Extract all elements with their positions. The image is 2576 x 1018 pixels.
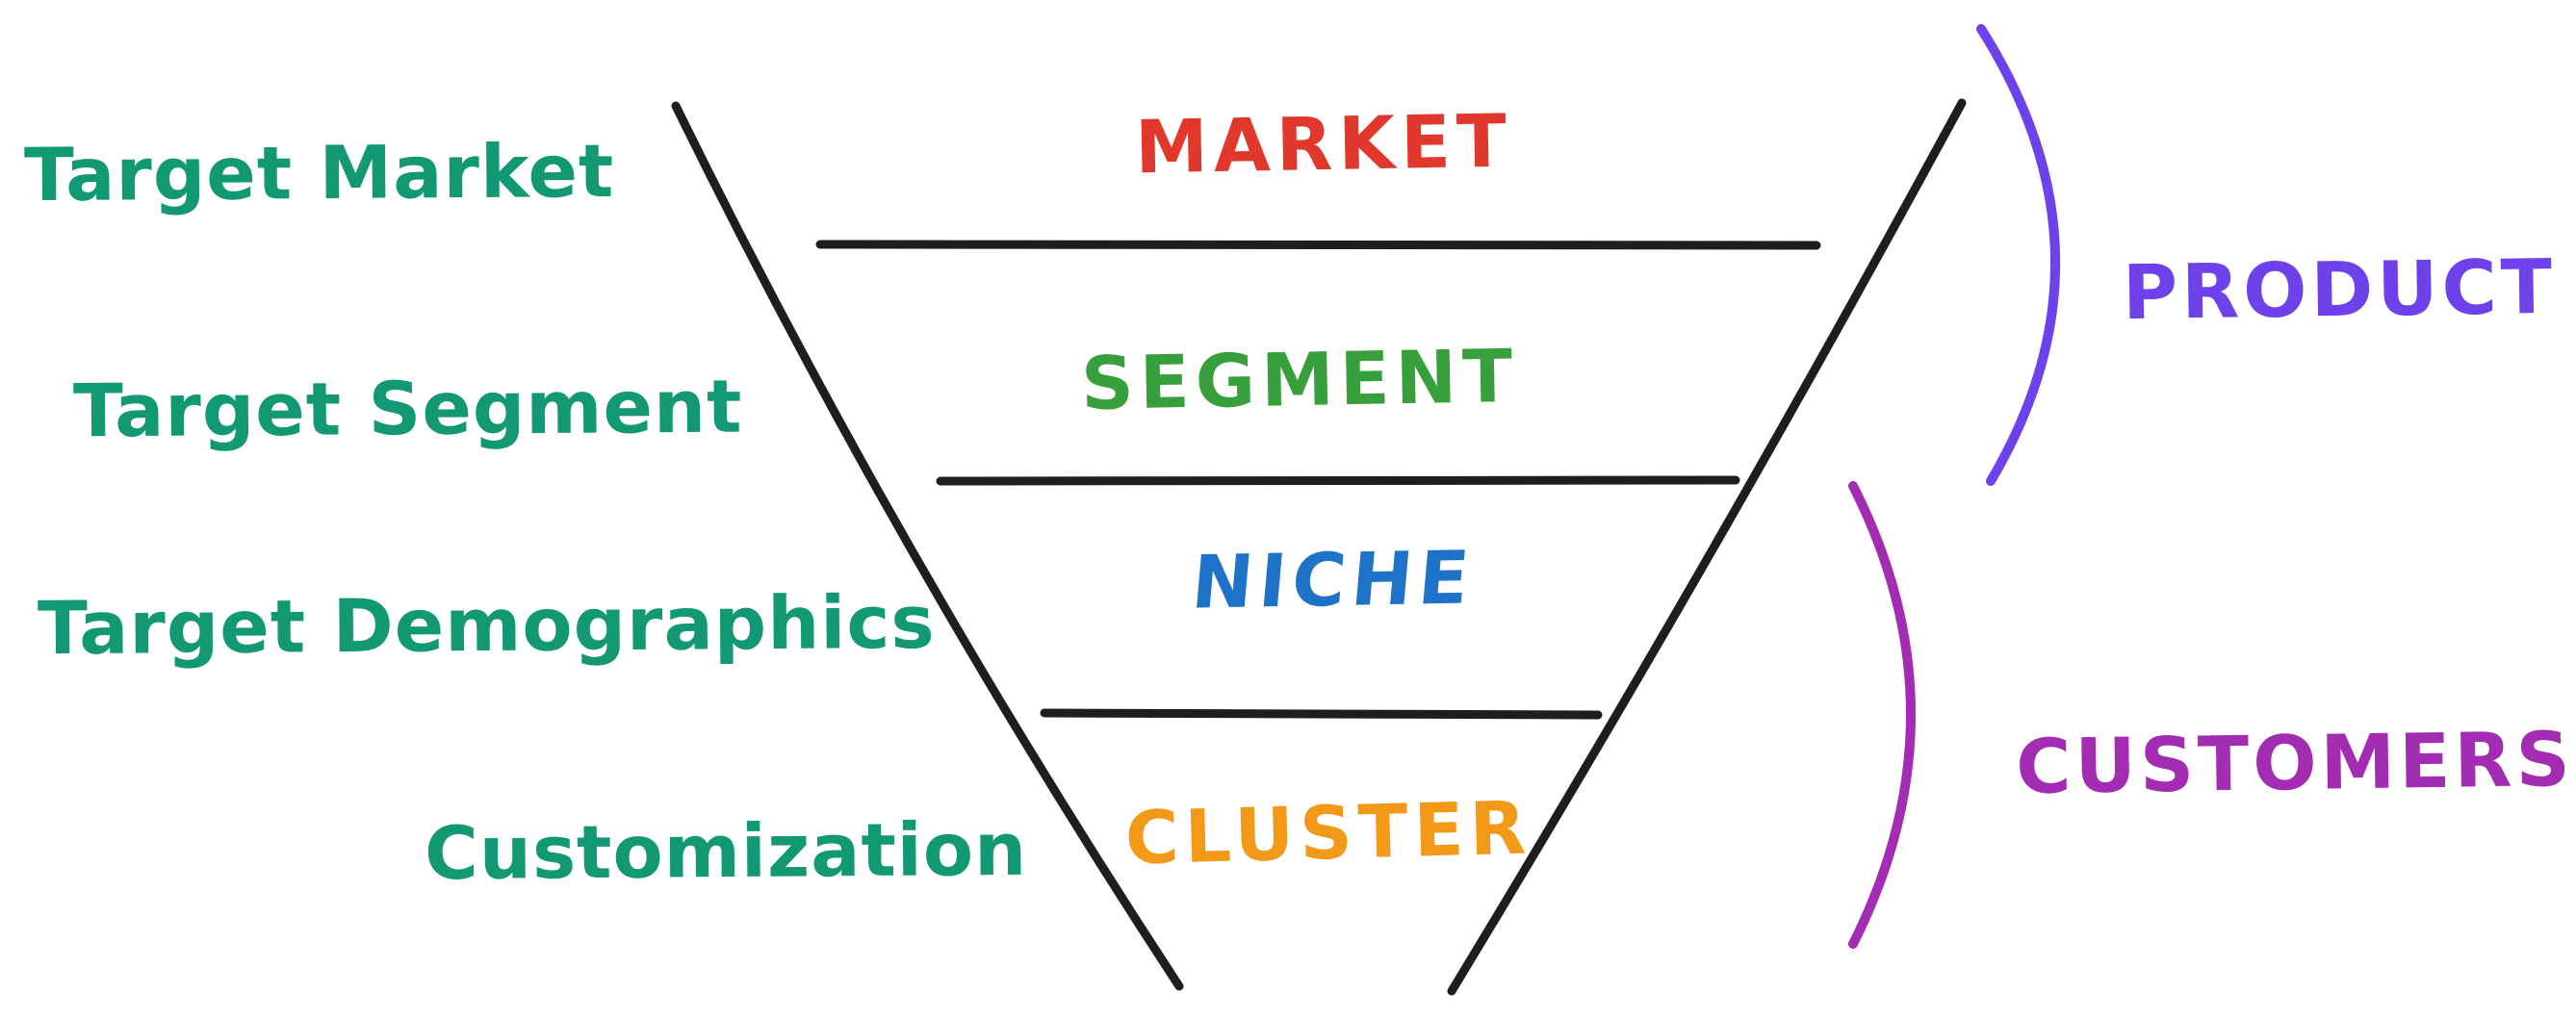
- right-label-customers: CUSTOMERS: [2015, 716, 2575, 812]
- funnel-right-edge-line: [1447, 98, 1967, 996]
- left-label-target-demographics: Target Demographics: [37, 578, 936, 672]
- customers-bracket-curve: [1848, 481, 1916, 949]
- divider-segment-niche-line: [936, 475, 1740, 486]
- left-label-target-segment: Target Segment: [72, 363, 743, 454]
- divider-niche-cluster-line: [1040, 708, 1603, 720]
- divider-market-segment-line: [815, 240, 1821, 250]
- left-label-target-market: Target Market: [23, 127, 615, 218]
- funnel-level-market: MARKET: [1134, 97, 1513, 191]
- right-label-product: PRODUCT: [2122, 243, 2557, 338]
- left-label-customization: Customization: [424, 805, 1028, 897]
- funnel-left-edge-line: [671, 101, 1184, 991]
- funnel-level-niche: NICHE: [1188, 534, 1479, 625]
- product-bracket-curve: [1976, 24, 2061, 486]
- funnel-level-segment: SEGMENT: [1080, 333, 1519, 426]
- funnel-level-cluster: CLUSTER: [1123, 784, 1533, 881]
